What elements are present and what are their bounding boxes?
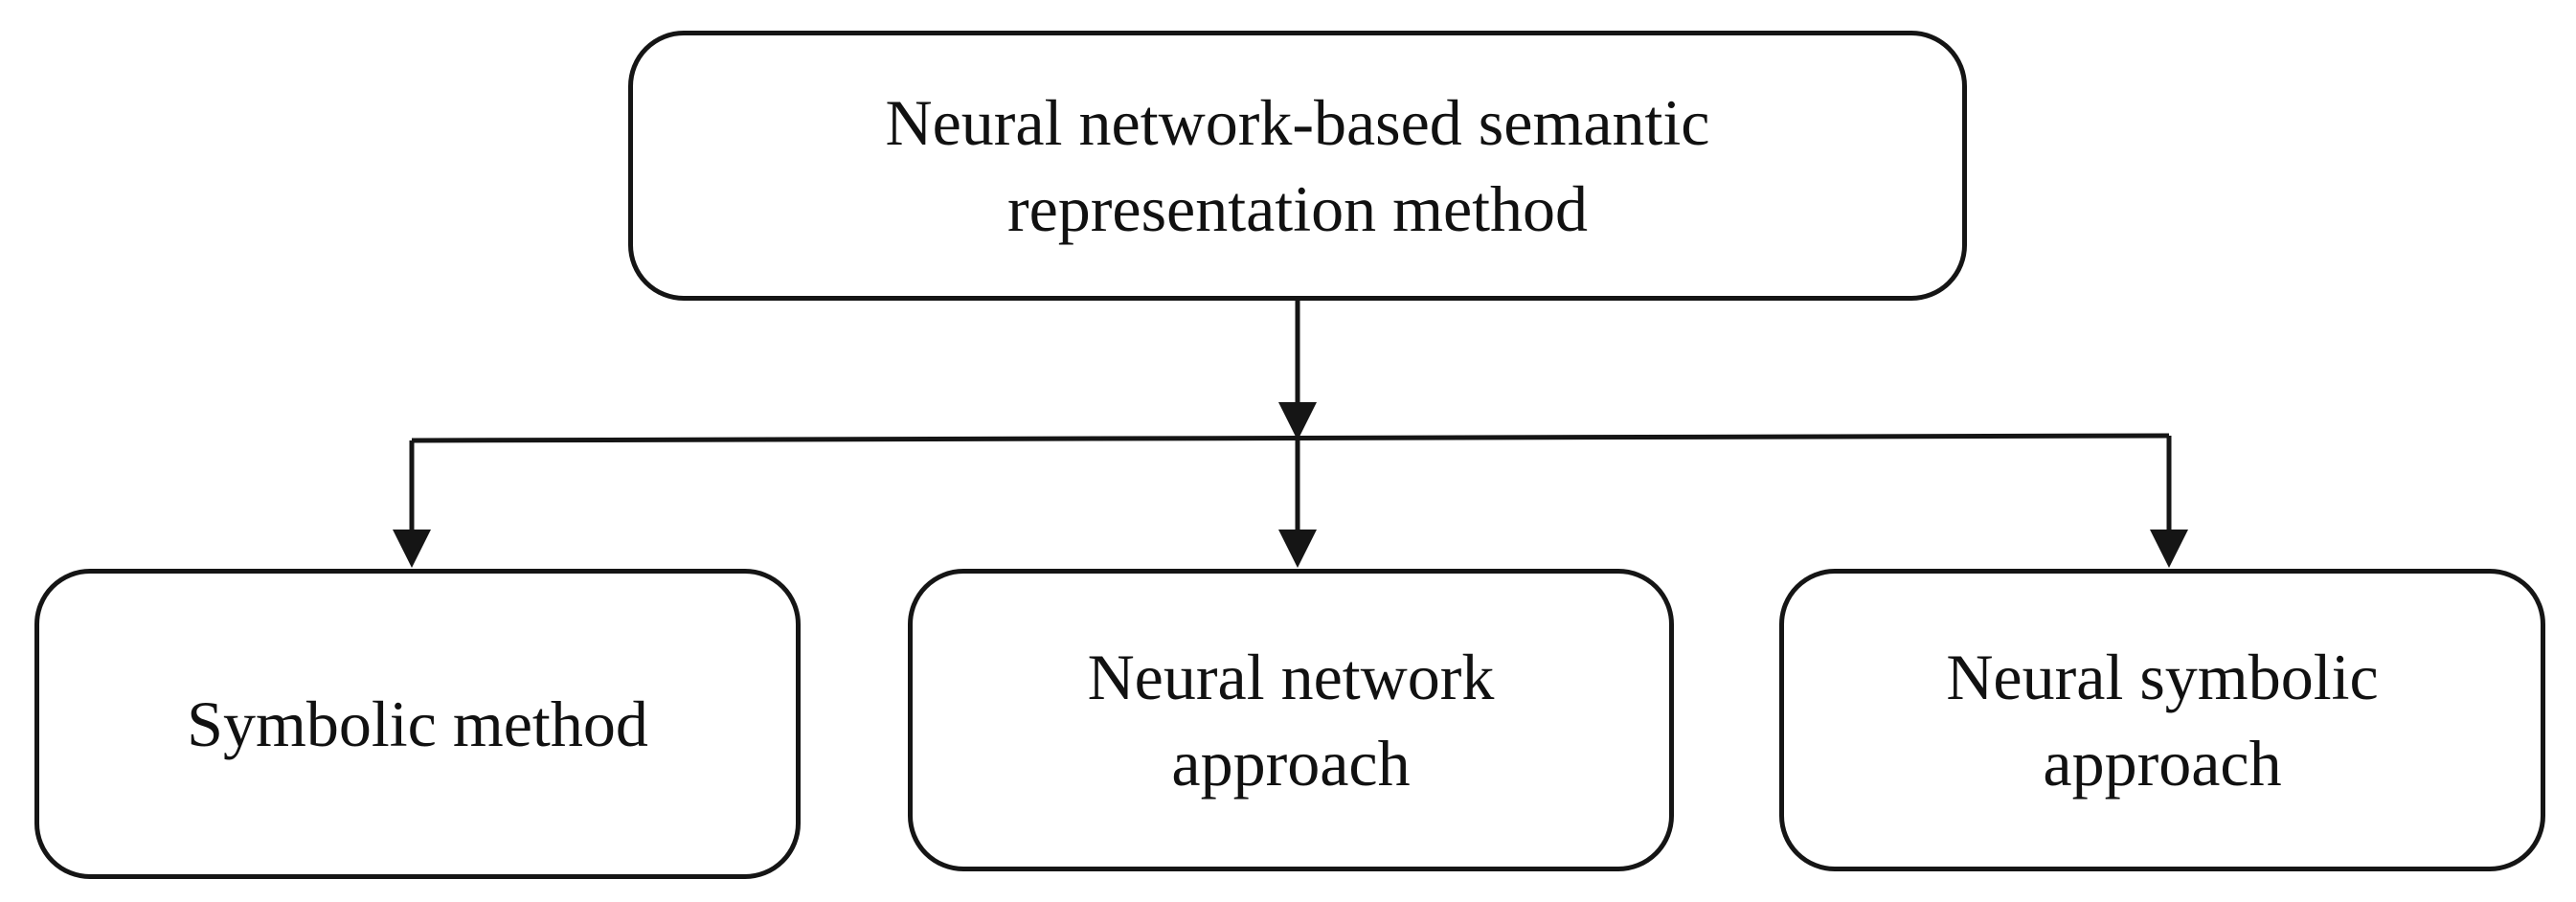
root-node-label-line2: representation method [1006,172,1589,245]
neural-symbolic-approach-node: Neural symbolic approach [1779,569,2545,871]
neural-network-approach-label-line1: Neural network [1087,640,1495,713]
symbolic-method-label: Symbolic method [187,687,648,760]
neural-symbolic-approach-label-line1: Neural symbolic [1946,640,2379,713]
symbolic-method-node: Symbolic method [34,569,801,879]
branch-connector-line [411,433,2170,443]
neural-symbolic-approach-label-line2: approach [2043,727,2282,800]
root-node-label-line1: Neural network-based semantic [885,85,1710,159]
root-node: Neural network-based semantic representa… [628,31,1967,301]
neural-network-approach-node: Neural network approach [908,569,1674,871]
neural-network-approach-label-line2: approach [1171,727,1411,800]
